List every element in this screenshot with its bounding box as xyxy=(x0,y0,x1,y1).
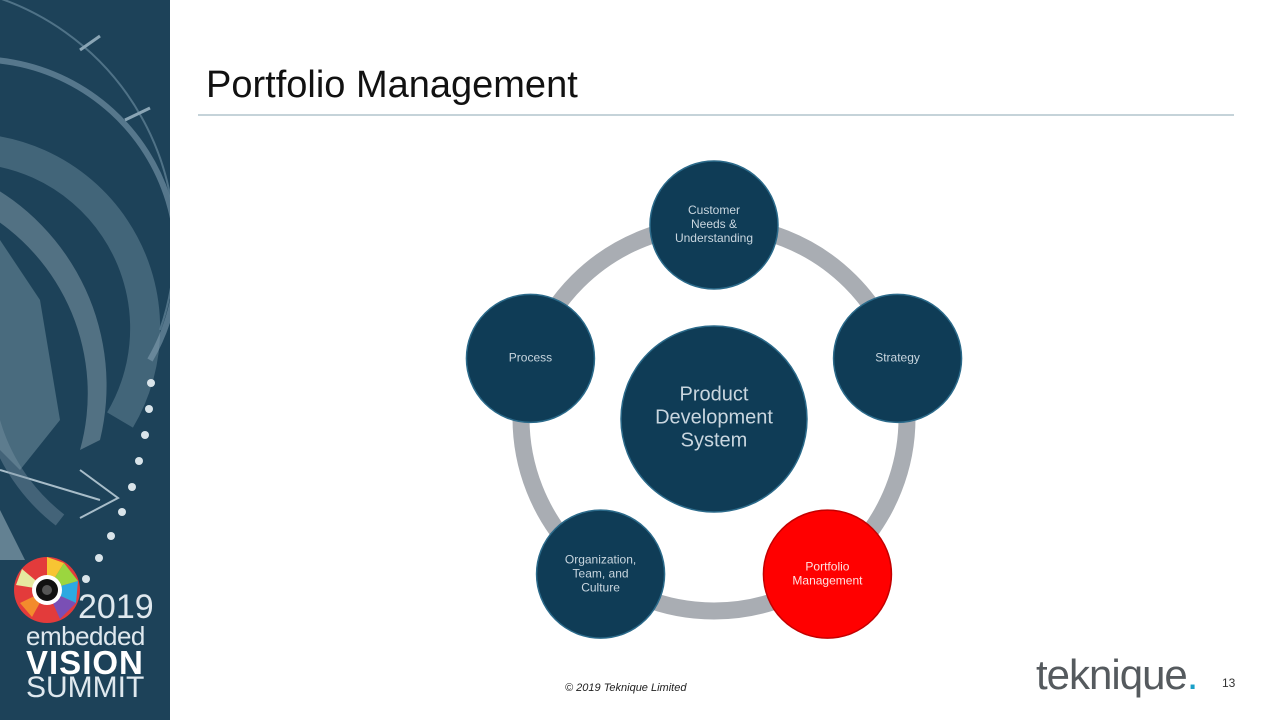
summit-logo-icon xyxy=(14,557,80,623)
node-process-circle xyxy=(465,293,596,424)
brand-name: teknique xyxy=(1036,651,1188,698)
node-process: Process xyxy=(465,293,596,424)
slide-title: Portfolio Management xyxy=(206,64,578,106)
node-process-label: Process xyxy=(509,351,552,365)
node-strategy-circle xyxy=(832,293,963,424)
node-organization-circle xyxy=(535,509,666,639)
node-portfolio-circle xyxy=(762,509,893,639)
summit-logo-year: 2019 xyxy=(78,588,154,626)
brand-dot: . xyxy=(1186,651,1199,698)
summit-logo-line3: SUMMIT xyxy=(26,671,145,704)
node-strategy-label: Strategy xyxy=(875,351,920,365)
node-strategy: Strategy xyxy=(832,293,963,424)
summit-logo-line1: embedded xyxy=(26,621,145,651)
summit-logo-line2: VISION xyxy=(26,644,144,681)
page-number: 13 xyxy=(1222,676,1236,690)
title-divider xyxy=(198,114,1234,116)
sidebar-decoration xyxy=(0,0,170,583)
copyright-footer: © 2019 Teknique Limited xyxy=(565,682,687,694)
node-customer-circle xyxy=(649,160,779,290)
event-sidebar: 2019 embedded VISION SUMMIT xyxy=(0,0,170,720)
teknique-logo: teknique. xyxy=(1036,650,1199,700)
